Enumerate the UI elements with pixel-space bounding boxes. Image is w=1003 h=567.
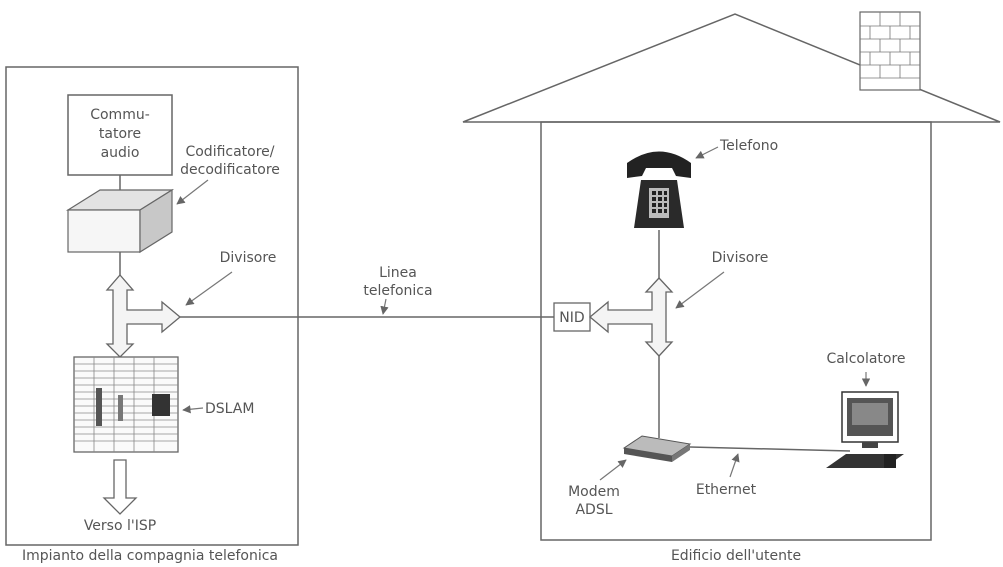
adsl-modem-icon [624, 436, 690, 462]
voice-switch-label-2: tatore [99, 126, 141, 142]
splitter-right-pointer-arrow [676, 272, 724, 308]
telephone-icon [627, 152, 691, 229]
splitter-left-icon [107, 275, 180, 357]
ethernet-label: Ethernet [696, 482, 757, 498]
telephone-company-label: Impianto della compagnia telefonica [22, 548, 278, 564]
splitter-left-pointer-arrow [186, 272, 232, 305]
user-building-label: Edificio dell'utente [671, 548, 801, 564]
to-isp-arrow-icon [104, 460, 136, 514]
chimney-icon [860, 12, 920, 90]
telephone-line-label-2: telefonica [363, 283, 432, 299]
dslam-pointer-arrow [183, 408, 203, 410]
modem-label-2: ADSL [575, 502, 612, 518]
ethernet-pointer-arrow [730, 454, 738, 477]
voice-switch-label-3: audio [101, 145, 140, 161]
dslam-rack [74, 357, 178, 452]
telephone-pointer-arrow [696, 147, 718, 158]
dslam-label: DSLAM [205, 401, 254, 417]
modem-pointer-arrow [600, 460, 626, 480]
codec-box [68, 190, 172, 252]
ethernet-cable [690, 447, 850, 451]
isp-label: Verso l'ISP [84, 518, 156, 534]
computer-icon [826, 392, 904, 468]
codec-label-1: Codificatore/ [185, 144, 274, 160]
codec-pointer-arrow [177, 180, 208, 204]
splitter-right-icon [590, 278, 672, 356]
voice-switch-label-1: Commu- [90, 107, 150, 123]
telephone-label: Telefono [719, 138, 778, 154]
house-body [541, 122, 931, 540]
splitter-left-label: Divisore [220, 250, 277, 266]
nid-label: NID [559, 310, 584, 326]
codec-label-2: decodificatore [180, 162, 280, 178]
splitter-right-label: Divisore [712, 250, 769, 266]
telephone-line-pointer-arrow [383, 299, 386, 314]
modem-label-1: Modem [568, 484, 620, 500]
telephone-line-label-1: Linea [379, 265, 417, 281]
computer-label: Calcolatore [826, 351, 905, 367]
